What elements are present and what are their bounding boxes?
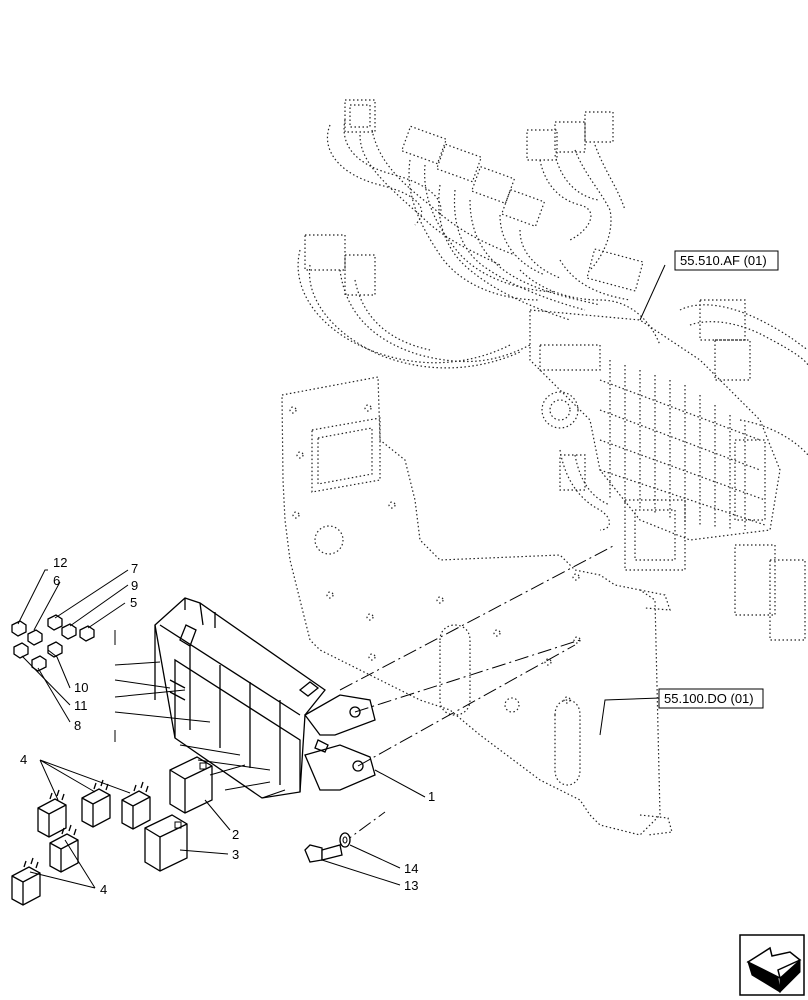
reference-harness[interactable]: 55.510.AF (01) [674, 250, 779, 271]
reference-frame[interactable]: 55.100.DO (01) [658, 688, 764, 709]
micro-relay-item-4 [81, 779, 111, 828]
relay-item-2 [169, 756, 213, 814]
callout-labels: 1 2 3 4 4 5 6 7 8 9 10 11 12 13 14 [20, 555, 435, 897]
fuse-item-11 [13, 642, 29, 659]
micro-relay-item-4 [121, 781, 151, 830]
micro-relay-item-4 [37, 789, 67, 838]
callout-5: 5 [130, 595, 137, 610]
callout-1: 1 [428, 789, 435, 804]
fuse-item-6 [27, 629, 43, 646]
fuse-item-10 [47, 641, 63, 658]
callout-9: 9 [131, 578, 138, 593]
next-page-arrow-icon[interactable] [739, 934, 805, 996]
callout-11: 11 [74, 698, 88, 713]
relays [11, 756, 213, 906]
callout-3: 3 [232, 847, 239, 862]
fuse-item-7 [47, 614, 63, 631]
reference-harness-label: 55.510.AF (01) [680, 253, 767, 268]
callout-10: 10 [74, 680, 88, 695]
callout-12: 12 [53, 555, 67, 570]
mounting-plate [281, 376, 673, 836]
leader-lines [17, 264, 666, 889]
fuse-item-5 [79, 625, 95, 642]
wiring-harness [297, 99, 808, 641]
washer-item-14 [339, 832, 351, 848]
callout-8: 8 [74, 718, 81, 733]
callout-2: 2 [232, 827, 239, 842]
fuse-item-12 [11, 620, 27, 637]
fuse-item-8 [31, 655, 47, 672]
callout-4b: 4 [100, 882, 107, 897]
callout-6: 6 [53, 573, 60, 588]
callout-4a: 4 [20, 752, 27, 767]
callout-7: 7 [131, 561, 138, 576]
micro-relay-item-4 [49, 824, 79, 873]
bolt-item-13 [304, 844, 343, 863]
reference-frame-label: 55.100.DO (01) [664, 691, 754, 706]
callout-13: 13 [404, 878, 418, 893]
alignment-lines [339, 544, 616, 846]
relay-item-3 [144, 814, 188, 872]
fuses [11, 614, 95, 672]
micro-relay-item-4 [11, 857, 41, 906]
callout-14: 14 [404, 861, 418, 876]
fuse-item-9 [61, 623, 77, 640]
